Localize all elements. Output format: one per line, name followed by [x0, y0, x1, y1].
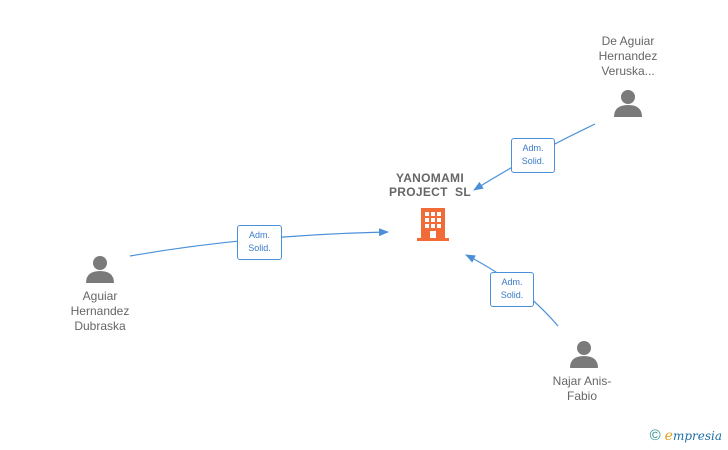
relation-role: Adm. [522, 143, 544, 153]
person-icon[interactable] [569, 339, 599, 369]
person-name-line: Hernandez [70, 304, 130, 318]
brand-initial: e [664, 428, 673, 444]
person-name-line: Fabio [566, 389, 598, 403]
person-name-line: Aguiar [82, 289, 118, 303]
person-name-line: Veruska... [601, 64, 655, 78]
relation-type: Solid. [248, 243, 271, 253]
person-label-aguiar[interactable]: Aguiar Hernandez Dubraska [40, 289, 160, 334]
brand-rest: mpresia [672, 429, 722, 443]
person-name-line: Hernandez [598, 49, 658, 63]
person-name-line: Najar Anis- [552, 374, 612, 388]
person-label-de-aguiar[interactable]: De Aguiar Hernandez Veruska... [568, 34, 688, 79]
copyright-icon: © [649, 427, 661, 444]
brand-logo: © empresia [649, 427, 722, 445]
relation-type: Solid. [521, 156, 545, 166]
company-name[interactable]: YANOMAMI PROJECT SL [370, 171, 490, 199]
relation-role: Adm. [248, 230, 270, 240]
person-label-najar[interactable]: Najar Anis- Fabio [522, 374, 642, 404]
relation-type: Solid. [500, 290, 524, 300]
relation-role: Adm. [501, 277, 523, 287]
person-icon[interactable] [85, 254, 115, 284]
relation-badge[interactable]: Adm. Solid. [237, 225, 282, 260]
company-name-line1: YANOMAMI [396, 171, 464, 185]
relation-badge[interactable]: Adm. Solid. [490, 272, 534, 307]
relation-badge[interactable]: Adm. Solid. [511, 138, 555, 173]
person-name-line: Dubraska [74, 319, 126, 333]
building-icon[interactable] [417, 206, 449, 242]
company-name-line2: PROJECT SL [389, 185, 471, 199]
brand-name: empresia [665, 428, 722, 444]
person-icon[interactable] [613, 88, 643, 118]
person-name-line: De Aguiar [601, 34, 655, 48]
